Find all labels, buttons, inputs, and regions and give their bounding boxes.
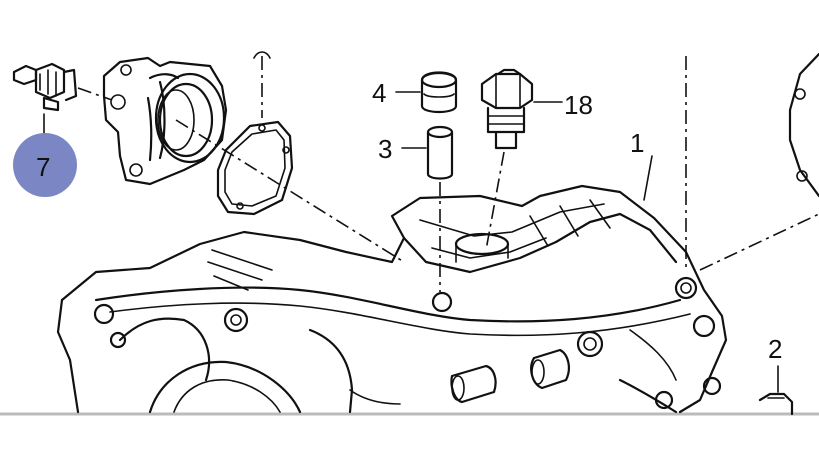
callout-2-label: 2	[768, 334, 782, 364]
part-4-cap-drawing	[420, 71, 458, 114]
gasket-drawing	[216, 120, 294, 216]
part-3-pin-drawing	[426, 125, 454, 180]
part-1-housing-drawing	[56, 184, 728, 414]
callout-1-label: 1	[630, 128, 644, 158]
part-2-bolt-drawing	[758, 392, 794, 416]
flange-sleeve-drawing	[102, 56, 228, 186]
callout-7-label: 7	[36, 152, 50, 182]
right-edge-part-drawing	[788, 52, 819, 198]
part-7-highlight-circle	[13, 133, 77, 197]
part-18-switch-drawing	[480, 68, 534, 150]
callout-4-label: 4	[372, 78, 386, 108]
callout-3-label: 3	[378, 134, 392, 164]
callout-18-label: 18	[564, 90, 593, 120]
part-7-switch-drawing	[12, 62, 113, 112]
